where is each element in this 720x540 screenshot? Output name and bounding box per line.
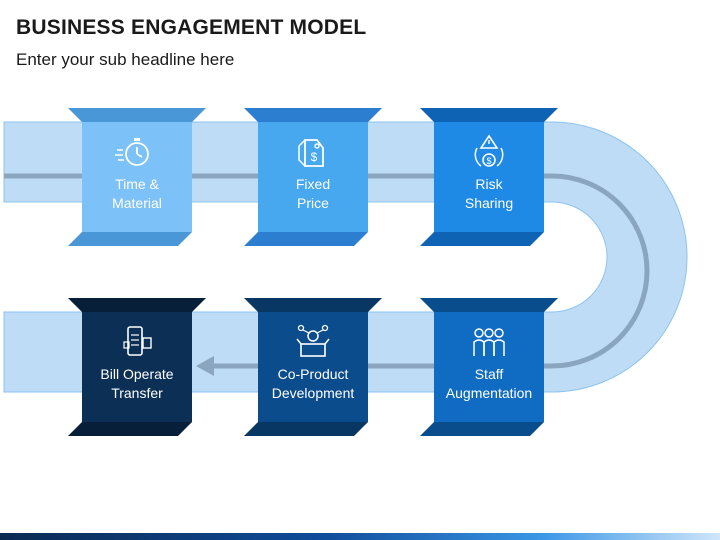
flow-arrow-head [196, 356, 214, 376]
mobile-document-icon [123, 326, 152, 356]
svg-text:$: $ [486, 156, 491, 166]
team-icon [473, 328, 505, 356]
step-box [68, 298, 206, 436]
step-label-line2: Material [112, 195, 162, 211]
svg-text:$: $ [311, 150, 318, 164]
step-boxes: $$ [68, 108, 558, 436]
step-box [244, 298, 382, 436]
step-box-face [434, 312, 544, 422]
step-box-top-bevel [244, 298, 382, 312]
track-center-line [4, 173, 650, 369]
step-box-bottom-bevel [244, 422, 368, 436]
step-box-face [82, 312, 192, 422]
page-title: BUSINESS ENGAGEMENT MODEL [16, 16, 367, 39]
price-tag-icon: $ [298, 139, 324, 167]
footer-bar [0, 533, 720, 540]
risk-money-icon: $ [474, 134, 504, 167]
step-label-line2: Price [297, 195, 329, 211]
step-box-bottom-bevel [244, 232, 368, 246]
step-box-top-bevel [420, 108, 558, 122]
step-label-line2: Sharing [464, 195, 514, 211]
step-label-line1: Staff [474, 366, 504, 382]
step-box [420, 298, 558, 436]
step-box-bottom-bevel [68, 422, 192, 436]
stopwatch-icon [115, 138, 149, 166]
step-box: $ [244, 108, 382, 246]
step-label-line1: Time & [115, 176, 159, 192]
step-label-line1: Co-Product [277, 366, 349, 382]
step-label: Time & Material [82, 175, 192, 213]
step-box: $ [420, 108, 558, 246]
step-box-bottom-bevel [420, 232, 544, 246]
step-box [68, 108, 206, 246]
step-box-top-bevel [244, 108, 382, 122]
step-label-line1: Risk [475, 176, 503, 192]
step-label-line2: Development [271, 385, 355, 401]
step-label-line2: Augmentation [445, 385, 533, 401]
step-label-line1: Bill Operate [100, 366, 174, 382]
step-label-line2: Transfer [111, 385, 163, 401]
page-subtitle: Enter your sub headline here [16, 50, 235, 69]
step-box-top-bevel [420, 298, 558, 312]
step-box-bottom-bevel [68, 232, 192, 246]
step-box-bottom-bevel [420, 422, 544, 436]
step-label-line1: Fixed [295, 176, 331, 192]
product-box-icon [296, 324, 330, 357]
step-box-top-bevel [68, 108, 206, 122]
step-box-top-bevel [68, 298, 206, 312]
